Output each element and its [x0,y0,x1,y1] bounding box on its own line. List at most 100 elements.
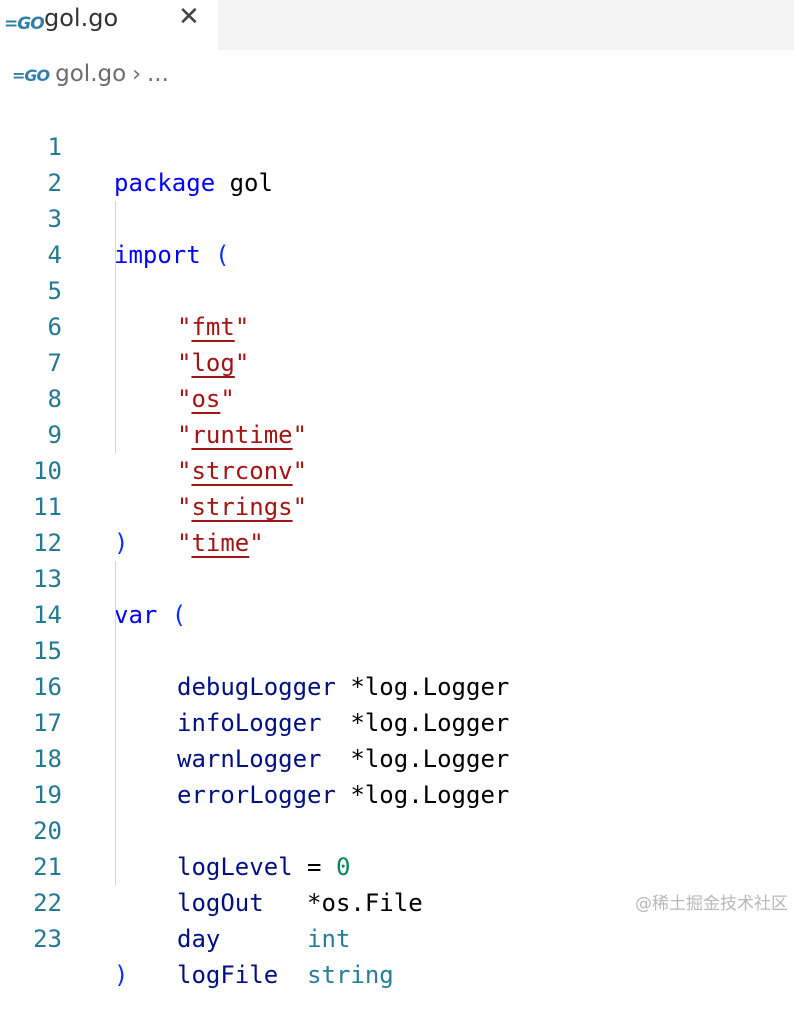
variable-type: *log.Logger [321,745,510,773]
import-path[interactable]: os [191,385,221,413]
quote: " [177,385,192,413]
code-line: 14 debugLogger *log.Logger [0,561,794,701]
line-number: 21 [33,853,62,881]
indent-guide [115,417,116,453]
tab-title: gol.go [44,4,119,32]
paren-open: ( [200,241,230,269]
variable-type: *log.Logger [321,709,510,737]
code-line: 16 warnLogger *log.Logger [0,633,794,773]
spacing [220,925,307,953]
builtin-type: string [307,961,394,989]
code-line: 11 ) [0,453,794,557]
indent-guide [115,849,116,885]
package-name: gol [215,169,273,197]
line-number: 1 [47,133,62,161]
indent-guide [115,561,116,597]
keyword: package [114,169,216,197]
paren-close: ) [114,961,129,989]
keyword: import [114,241,201,269]
line-number: 12 [33,529,62,557]
code-line: 5 "log" [0,237,794,377]
line-number: 6 [47,313,62,341]
indent-guide [115,669,116,705]
code-line: 9 "strings" [0,381,794,521]
indent-guide [115,813,116,849]
indent-guide [115,777,116,813]
watermark: @稀土掘金技术社区 [635,894,788,914]
tab-bar: =GO gol.go ✕ [0,0,794,50]
indent-guide [115,201,116,237]
quote: " [234,313,250,341]
paren-close: ) [114,529,129,557]
quote: " [249,529,264,557]
code-line: 8 "strconv" [0,345,794,485]
code-editor[interactable]: 1 package gol 2 3 import ( 4 "fmt" 5 "lo… [0,93,794,989]
quote: " [177,457,192,485]
code-line: 15 infoLogger *log.Logger [0,597,794,737]
quote: " [177,493,192,521]
import-path[interactable]: strconv [191,457,293,485]
quote: " [292,493,308,521]
indent-guide [115,273,116,309]
close-icon[interactable]: ✕ [178,2,200,32]
quote: " [292,421,308,449]
quote: " [220,385,235,413]
code-line: 7 "runtime" [0,309,794,449]
breadcrumb-file[interactable]: gol.go [55,61,127,87]
variable-name: infoLogger [177,709,322,737]
code-line: 20 logOut *os.File [0,777,794,917]
quote: " [177,421,192,449]
indent-guide [115,597,116,633]
variable-name: logOut [177,889,264,917]
line-number: 7 [47,349,62,377]
quote: " [177,313,192,341]
code-line: 13 var ( [0,525,794,629]
code-line: 17 errorLogger *log.Logger [0,669,794,809]
import-path[interactable]: log [191,349,235,377]
line-number: 22 [33,889,62,917]
line-number: 13 [33,565,62,593]
indent-guide [115,381,116,417]
go-file-icon: =GO [12,65,50,85]
line-number: 14 [33,601,62,629]
code-line: 2 [0,129,794,197]
number-literal: 0 [335,853,351,881]
line-number: 11 [33,493,62,521]
line-number: 2 [47,169,62,197]
import-path[interactable]: time [191,529,250,557]
variable-name: errorLogger [177,781,336,809]
quote: " [177,529,192,557]
line-number: 3 [47,205,62,233]
quote: " [292,457,308,485]
code-line: 4 "fmt" [0,201,794,341]
code-line: 10 "time" [0,417,794,557]
line-number: 18 [33,745,62,773]
line-number: 23 [33,925,62,953]
code-line: 22 logFile string [0,849,794,989]
code-line: 21 day int [0,813,794,953]
variable-name: logFile [177,961,279,989]
line-number: 8 [47,385,62,413]
chevron-right-icon: › [132,61,141,87]
line-number: 19 [33,781,62,809]
import-path[interactable]: runtime [191,421,293,449]
indent-guide [115,633,116,669]
import-path[interactable]: fmt [191,313,235,341]
line-number: 4 [47,241,62,269]
tab-gol-go[interactable]: =GO gol.go ✕ [0,0,218,50]
line-number: 9 [47,421,62,449]
variable-name: logLevel [177,853,293,881]
code-line: 6 "os" [0,273,794,413]
code-line: 1 package gol [0,93,794,197]
code-line: 18 [0,705,794,773]
indent-guide [115,741,116,777]
breadcrumb-more[interactable]: ... [147,61,169,87]
builtin-type: int [307,925,351,953]
spacing [278,961,307,989]
indent-guide [115,705,116,741]
breadcrumb: =GO gol.go › ... [12,58,169,90]
code-line: 12 [0,489,794,557]
line-number: 15 [33,637,62,665]
import-path[interactable]: strings [191,493,293,521]
code-line: 19 logLevel = 0 [0,741,794,881]
